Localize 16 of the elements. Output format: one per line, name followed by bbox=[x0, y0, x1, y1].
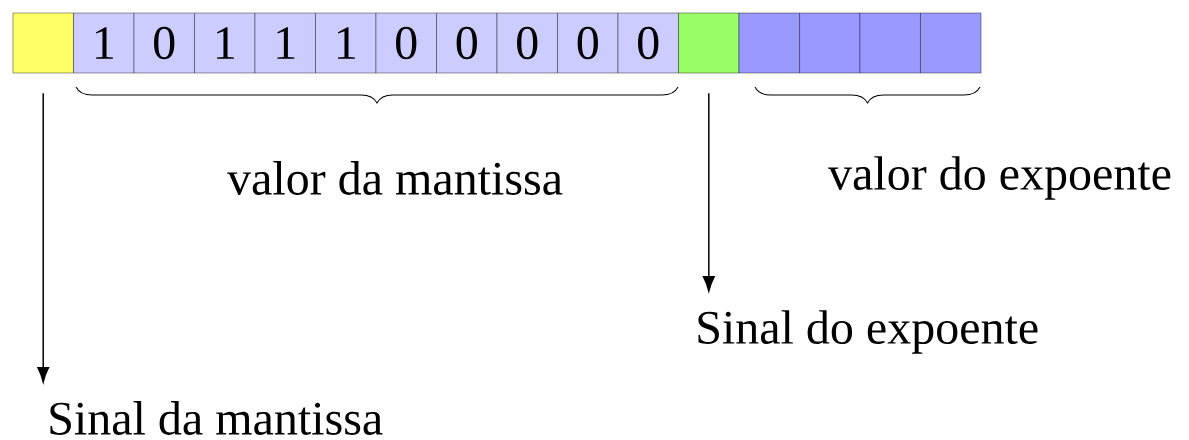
bracket-label: valor do expoente bbox=[828, 156, 1171, 200]
bit-cell: 1 bbox=[73, 12, 135, 74]
arrow bbox=[37, 92, 50, 383]
bit-cell: 0 bbox=[496, 12, 558, 74]
bit-cell: 0 bbox=[436, 12, 498, 74]
bit-cell: 0 bbox=[133, 12, 195, 74]
bracket-label: valor da mantissa bbox=[227, 161, 563, 195]
bit-cell: 1 bbox=[254, 12, 316, 74]
bit-cell: 1 bbox=[194, 12, 256, 74]
caption-text: Sinal do expoente bbox=[698, 310, 1038, 354]
caption-text: Sinal da mantissa bbox=[50, 401, 383, 435]
bit-cell: 0 bbox=[557, 12, 619, 74]
bit-cell: 0 bbox=[617, 12, 679, 74]
arrow bbox=[702, 92, 715, 292]
bit-cell: 1 bbox=[315, 12, 377, 74]
bit-cell: 0 bbox=[375, 12, 437, 74]
